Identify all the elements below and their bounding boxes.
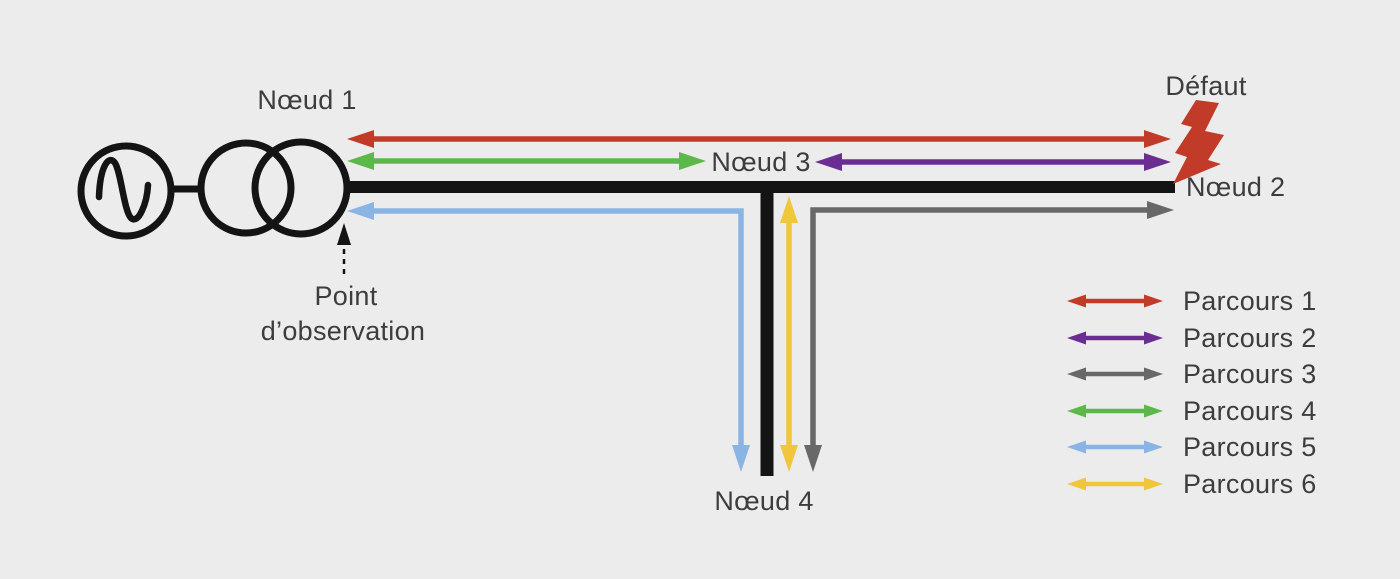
legend-arrow-1-right-head-icon — [1144, 294, 1163, 308]
parcours-2-arrow — [815, 153, 1171, 171]
parcours-1-left-arrowhead-icon — [347, 130, 374, 148]
legend-label-parcours-1: Parcours 1 — [1183, 286, 1317, 316]
parcours-1-arrow — [347, 130, 1171, 148]
parcours-3-shaft — [810, 207, 1150, 450]
legend-arrow-1-left-head-icon — [1067, 294, 1086, 308]
parcours-3-right-arrowhead-icon — [1147, 201, 1174, 219]
transformer-coil-left-icon — [197, 139, 295, 237]
legend-arrow-4-right-head-icon — [1144, 404, 1163, 418]
observation-label-line1: Point — [314, 281, 377, 311]
legend-arrow-6-left-head-icon — [1067, 477, 1086, 491]
parcours-3-down-arrowhead-icon — [804, 445, 822, 472]
legend-arrow-parcours-4 — [1067, 404, 1163, 418]
node-2-label: Nœud 2 — [1186, 172, 1285, 202]
parcours-4-left-arrowhead-icon — [347, 152, 374, 170]
parcours-5-arrow — [347, 202, 750, 472]
legend-label-parcours-2: Parcours 2 — [1183, 323, 1317, 353]
legend-arrow-3-left-head-icon — [1067, 367, 1086, 381]
legend — [1067, 294, 1163, 491]
sine-wave-icon — [95, 156, 152, 223]
parcours-4-arrow — [347, 152, 706, 170]
node-3-label: Nœud 3 — [711, 147, 810, 177]
legend-label-parcours-6: Parcours 6 — [1183, 469, 1317, 499]
legend-arrow-parcours-5 — [1067, 440, 1163, 454]
parcours-4-right-arrowhead-icon — [679, 152, 706, 170]
parcours-2-right-arrowhead-icon — [1144, 153, 1171, 171]
observation-pointer-arrowhead-icon — [337, 223, 351, 245]
parcours-6-down-arrowhead-icon — [780, 445, 798, 472]
fault-lightning-icon — [1173, 100, 1224, 184]
legend-arrow-5-right-head-icon — [1144, 440, 1163, 454]
parcours-6-up-arrowhead-icon — [780, 196, 798, 223]
parcours-3-arrow — [804, 201, 1174, 472]
fault-label: Défaut — [1165, 71, 1247, 101]
node-1-label: Nœud 1 — [257, 85, 356, 115]
legend-arrow-parcours-6 — [1067, 477, 1163, 491]
legend-arrow-3-right-head-icon — [1144, 367, 1163, 381]
legend-arrow-4-left-head-icon — [1067, 404, 1086, 418]
diagram-labels: Nœud 1 Nœud 3 Nœud 2 Nœud 4 Défaut Point… — [257, 71, 1316, 516]
parcours-5-left-arrowhead-icon — [347, 202, 374, 220]
legend-arrow-parcours-1 — [1067, 294, 1163, 308]
legend-label-parcours-5: Parcours 5 — [1183, 432, 1317, 462]
legend-arrow-5-left-head-icon — [1067, 440, 1086, 454]
circuit-and-bus — [77, 138, 1175, 476]
legend-arrow-parcours-3 — [1067, 367, 1163, 381]
legend-arrow-6-right-head-icon — [1144, 477, 1163, 491]
legend-label-parcours-3: Parcours 3 — [1183, 359, 1317, 389]
parcours-1-right-arrowhead-icon — [1144, 130, 1171, 148]
observation-label-line2: d’observation — [261, 316, 426, 346]
node-4-label: Nœud 4 — [714, 486, 813, 516]
legend-label-parcours-4: Parcours 4 — [1183, 396, 1317, 426]
parcours-6-arrow — [780, 196, 798, 472]
parcours-5-shaft — [371, 208, 744, 450]
legend-arrow-parcours-2 — [1067, 331, 1163, 345]
legend-arrow-2-right-head-icon — [1144, 331, 1163, 345]
legend-arrow-2-left-head-icon — [1067, 331, 1086, 345]
parcours-2-left-arrowhead-icon — [815, 153, 842, 171]
parcours-5-down-arrowhead-icon — [732, 445, 750, 472]
